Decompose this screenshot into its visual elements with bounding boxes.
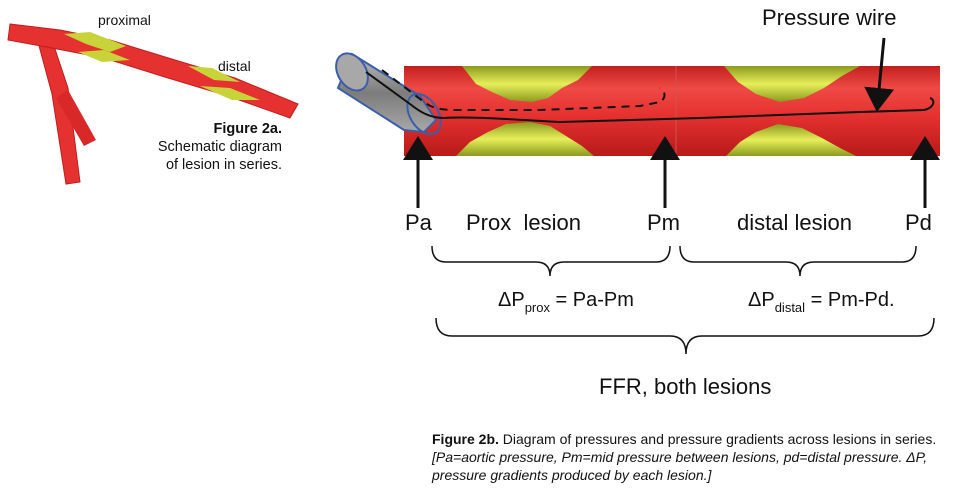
plaque-distal-upper xyxy=(188,66,240,82)
plaque-proximal-lower xyxy=(78,50,130,62)
figure-2a-caption-line2: of lesion in series. xyxy=(165,157,282,173)
figure-2b-caption-text: Diagram of pressures and pressure gradie… xyxy=(498,431,937,447)
plaque-prox-bottom xyxy=(456,122,594,156)
plaque-prox-top xyxy=(462,66,592,102)
pressure-wire-dashed xyxy=(381,69,666,111)
plaque-distal-top xyxy=(724,66,860,102)
dp-prox-subscript: prox xyxy=(525,300,551,315)
figure-2a-caption-title: Figure 2a. xyxy=(213,121,283,137)
dp-prox-formula: ΔPprox = Pa-Pm xyxy=(498,289,634,315)
plaque-distal-lower xyxy=(200,86,260,100)
dp-prox-equation: = Pa-Pm xyxy=(550,289,634,311)
pressure-wire-label: Pressure wire xyxy=(762,5,896,30)
pressure-wire-arrow xyxy=(864,37,895,112)
pd-label: Pd xyxy=(905,210,932,235)
pressure-wire xyxy=(365,71,935,124)
dp-distal-formula: ΔPdistal = Pm-Pd. xyxy=(748,289,895,315)
dp-distal-equation: = Pm-Pd. xyxy=(805,289,894,311)
pm-label: Pm xyxy=(647,210,680,235)
label-proximal: proximal xyxy=(98,12,151,28)
figure-2b-caption: Figure 2b. Diagram of pressures and pres… xyxy=(432,430,952,484)
figure-2a-caption-line1: Schematic diagram xyxy=(157,139,282,155)
dp-prox-symbol: ΔP xyxy=(498,289,525,311)
brace-prox xyxy=(431,245,671,277)
guide-catheter xyxy=(335,52,442,136)
figure-2b-caption-italic: [Pa=aortic pressure, Pm=mid pressure bet… xyxy=(432,449,928,483)
label-distal: distal xyxy=(218,58,251,74)
prox-lesion-label: Prox lesion xyxy=(466,210,581,235)
plaque-distal-bottom xyxy=(726,124,856,156)
pa-label: Pa xyxy=(405,210,433,235)
ffr-label: FFR, both lesions xyxy=(599,374,771,399)
figure-2a-vessel xyxy=(7,23,299,185)
brace-ffr xyxy=(435,317,935,355)
figure-2a-caption: Figure 2a. Schematic diagram of lesion i… xyxy=(100,120,282,174)
brace-distal xyxy=(679,245,917,277)
dp-distal-subscript: distal xyxy=(775,300,805,315)
plaque-proximal-upper xyxy=(64,32,126,52)
dp-distal-symbol: ΔP xyxy=(748,289,775,311)
distal-lesion-label: distal lesion xyxy=(737,210,852,235)
figure-2b-caption-title: Figure 2b. xyxy=(432,431,499,447)
